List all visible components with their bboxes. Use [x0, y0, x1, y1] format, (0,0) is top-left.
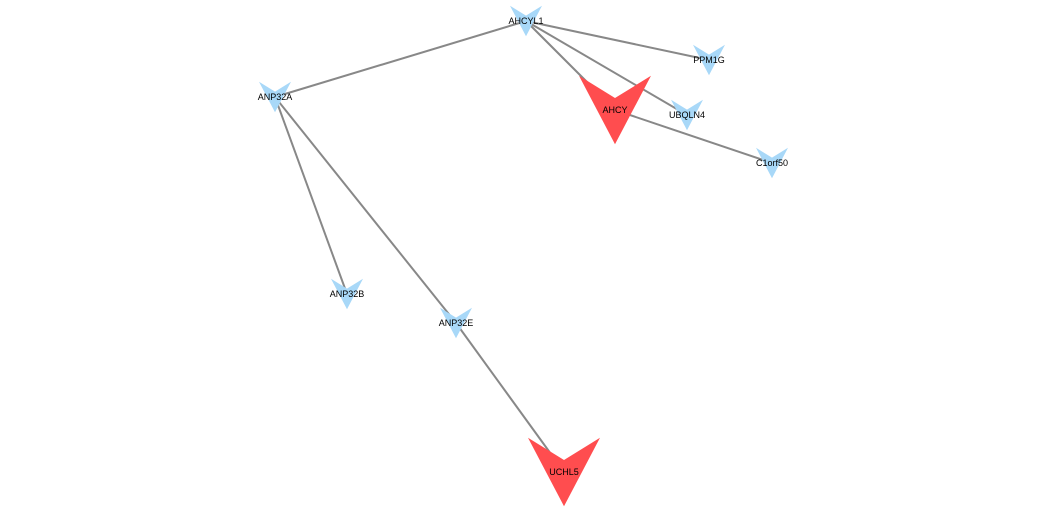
arrowhead-down-icon — [579, 75, 651, 145]
node-anp32a[interactable]: ANP32A — [258, 81, 293, 113]
node-label: UCHL5 — [549, 467, 579, 477]
edge-ahcyl1-ubqln4 — [525, 20, 688, 116]
arrowhead-down-icon — [528, 437, 600, 507]
node-anp32b[interactable]: ANP32B — [330, 278, 365, 310]
node-ahcy[interactable]: AHCY — [579, 75, 651, 145]
edge-anp32a-anp32e — [274, 96, 457, 324]
node-label: AHCY — [602, 105, 627, 115]
node-uchl5[interactable]: UCHL5 — [528, 437, 600, 507]
node-ppm1g[interactable]: PPM1G — [693, 44, 725, 76]
arrowhead-down-icon — [756, 147, 788, 179]
node-label: ANP32A — [258, 92, 293, 102]
node-ubqln4[interactable]: UBQLN4 — [669, 99, 705, 131]
node-label: ANP32E — [439, 318, 474, 328]
arrowhead-down-icon — [259, 81, 291, 113]
edges-layer — [274, 20, 773, 473]
node-label: PPM1G — [693, 55, 725, 65]
arrowhead-down-icon — [440, 307, 472, 339]
edge-anp32e-uchl5 — [455, 322, 565, 473]
arrowhead-down-icon — [331, 278, 363, 310]
arrowhead-down-icon — [510, 5, 542, 37]
edge-anp32a-anp32b — [274, 96, 348, 295]
edge-ahcyl1-anp32a — [274, 20, 527, 98]
node-anp32e[interactable]: ANP32E — [439, 307, 474, 339]
arrowhead-down-icon — [693, 44, 725, 76]
node-c1orf50[interactable]: C1orf50 — [756, 147, 788, 179]
node-ahcyl1[interactable]: AHCYL1 — [508, 5, 544, 37]
node-label: ANP32B — [330, 289, 365, 299]
node-label: AHCYL1 — [508, 16, 543, 26]
node-label: C1orf50 — [756, 158, 788, 168]
node-label: UBQLN4 — [669, 110, 705, 120]
edge-ahcy-c1orf50 — [614, 109, 773, 164]
edge-ahcyl1-ppm1g — [525, 20, 710, 61]
arrowhead-down-icon — [671, 99, 703, 131]
